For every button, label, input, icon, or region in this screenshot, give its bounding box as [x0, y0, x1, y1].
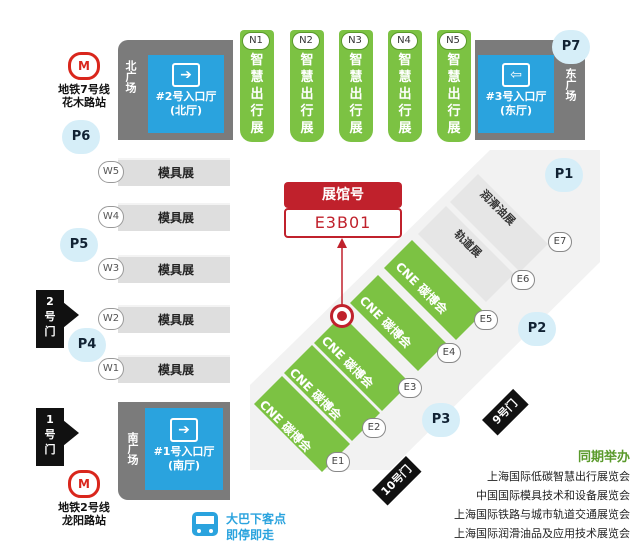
hall-n3[interactable]: N3 智慧出行展	[339, 30, 373, 142]
metro-logo-icon: M	[68, 52, 100, 80]
hall-code: W3	[98, 258, 124, 280]
parking-p2[interactable]: P2	[518, 312, 556, 346]
hall-e7-code: E7	[548, 232, 572, 252]
bus-icon	[192, 512, 218, 536]
hall-name: 智慧出行展	[447, 53, 461, 136]
hall-w5[interactable]: W5 模具展	[98, 158, 230, 186]
east-plaza-label: 东广场	[564, 68, 577, 101]
parking-p3[interactable]: P3	[422, 403, 460, 437]
hall-e2-strip	[284, 345, 380, 441]
north-entrance-label: #2号入口厅 (北厅)	[155, 90, 217, 117]
concurrent-item-1: 上海国际低碳智慧出行展览会	[487, 470, 630, 483]
hall-code: N1	[242, 32, 270, 50]
hall-w1[interactable]: W1 模具展	[98, 355, 230, 383]
hall-e4-strip	[350, 275, 446, 371]
hall-e7-strip	[450, 174, 548, 272]
hall-code: N4	[390, 32, 418, 50]
gate-2-arrow-icon	[63, 302, 79, 328]
hall-name: 模具展	[158, 166, 195, 180]
north-plaza-label: 北广场	[124, 60, 137, 93]
hall-e5-code: E5	[474, 310, 498, 330]
hall-code: N2	[292, 32, 320, 50]
parking-p5[interactable]: P5	[60, 228, 98, 262]
hall-code: W2	[98, 308, 124, 330]
gate-2[interactable]: 2 号 门	[36, 290, 64, 348]
concurrent-item-3: 上海国际铁路与城市轨道交通展览会	[454, 508, 630, 521]
hall-code: W5	[98, 161, 124, 183]
metro-line7-station[interactable]: M 地铁7号线 花木路站	[52, 52, 116, 109]
gate-1-arrow-icon	[63, 420, 79, 446]
hall-n2[interactable]: N2 智慧出行展	[290, 30, 324, 142]
metro-line2-station[interactable]: M 地铁2号线 龙阳路站	[52, 470, 116, 527]
metro-line2-label: 地铁2号线 龙阳路站	[58, 501, 110, 527]
enter-arrow-icon: ⇦	[502, 63, 530, 87]
hall-e5-strip	[384, 240, 484, 340]
hall-e3-strip	[314, 315, 410, 411]
north-entrance-hall[interactable]: ➔ #2号入口厅 (北厅)	[148, 55, 224, 133]
parking-p6[interactable]: P6	[62, 120, 100, 154]
hall-w3[interactable]: W3 模具展	[98, 255, 230, 283]
hall-e2-code: E2	[362, 418, 386, 438]
hall-name: 智慧出行展	[398, 53, 412, 136]
hall-w2[interactable]: W2 模具展	[98, 305, 230, 333]
hall-e1-strip	[254, 376, 350, 472]
hall-e4-code: E4	[437, 343, 461, 363]
hall-name: 智慧出行展	[250, 53, 264, 136]
south-entrance-hall[interactable]: ➔ #1号入口厅 (南厅)	[145, 408, 223, 490]
hall-n1[interactable]: N1 智慧出行展	[240, 30, 274, 142]
gate-1[interactable]: 1 号 门	[36, 408, 64, 466]
hall-e6-code: E6	[511, 270, 535, 290]
metro-logo-icon: M	[68, 470, 100, 498]
booth-number: E3B01	[284, 208, 402, 238]
enter-arrow-icon: ➔	[170, 418, 198, 442]
concurrent-item-2: 中国国际模具技术和设备展览会	[476, 489, 630, 502]
hall-n4[interactable]: N4 智慧出行展	[388, 30, 422, 142]
hall-name: 模具展	[158, 263, 195, 277]
hall-e1-code: E1	[326, 452, 350, 472]
hall-name: 智慧出行展	[300, 53, 314, 136]
hall-name: 模具展	[158, 313, 195, 327]
bus-dropoff[interactable]: 大巴下客点 即停即走	[190, 510, 300, 544]
bus-dropoff-label: 大巴下客点	[226, 512, 287, 526]
metro-line7-label: 地铁7号线 花木路站	[58, 83, 110, 109]
hall-e3-code: E3	[398, 378, 422, 398]
parking-p7[interactable]: P7	[552, 30, 590, 64]
enter-arrow-icon: ➔	[172, 63, 200, 87]
hall-name: 模具展	[158, 363, 195, 377]
parking-p1[interactable]: P1	[545, 158, 583, 192]
bus-dropoff-sublabel: 即停即走	[226, 528, 275, 542]
east-entrance-label: #3号入口厅 (东厅)	[485, 90, 547, 117]
hall-n5[interactable]: N5 智慧出行展	[437, 30, 471, 142]
hall-w4[interactable]: W4 模具展	[98, 203, 230, 231]
east-entrance-hall[interactable]: ⇦ #3号入口厅 (东厅)	[478, 55, 554, 133]
booth-location-marker[interactable]	[330, 304, 354, 328]
concurrent-item-4: 上海国际润滑油品及应用技术展览会	[454, 527, 630, 540]
parking-p4[interactable]: P4	[68, 328, 106, 362]
hall-code: W4	[98, 206, 124, 228]
hall-code: N5	[439, 32, 467, 50]
hall-code: N3	[341, 32, 369, 50]
hall-e6-strip	[418, 206, 514, 302]
concurrent-title: 同期举办	[577, 450, 630, 465]
south-plaza-label: 南广场	[126, 432, 139, 465]
hall-name: 模具展	[158, 211, 195, 225]
booth-title: 展馆号	[284, 182, 402, 208]
hall-name: 智慧出行展	[349, 53, 363, 136]
hall-code: W1	[98, 358, 124, 380]
south-entrance-label: #1号入口厅 (南厅)	[153, 445, 215, 472]
